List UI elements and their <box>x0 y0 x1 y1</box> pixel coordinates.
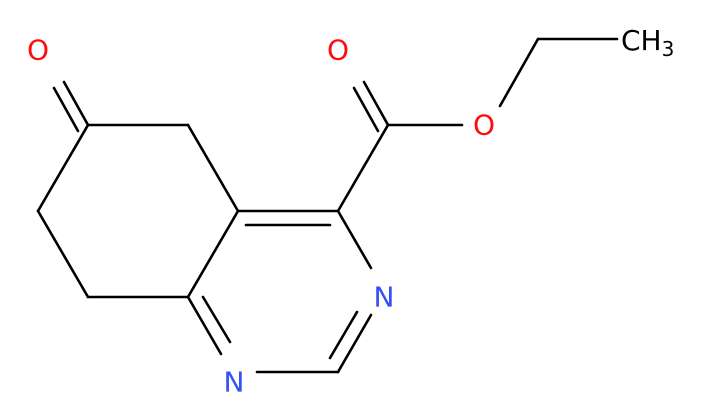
atom-n3: N <box>374 281 395 314</box>
bond-c7-c8 <box>36 209 90 299</box>
bond-n3-c2-inner <box>328 310 359 360</box>
bond-carbonyl-o-a <box>362 80 390 127</box>
bond-c4-n3 <box>336 209 373 270</box>
methyl-label: CH <box>621 24 662 57</box>
bond-c6-o-ketone-b <box>52 86 80 133</box>
bond-c6-o-ketone-a <box>62 80 90 127</box>
atom-o-ester: O <box>473 109 495 142</box>
bond-c4a-c8a <box>186 209 240 299</box>
bond-n3-c2 <box>336 313 373 374</box>
bond-c4-c-carbonyl <box>336 123 390 213</box>
bond-c5-c4a <box>186 123 240 213</box>
atom-methyl: CH3 <box>621 24 674 61</box>
atom-o-ketone: O <box>27 34 49 67</box>
bond-n1-c8a-inner <box>201 295 232 344</box>
atom-n1: N <box>224 366 245 399</box>
bond-n1-c8a <box>186 295 223 356</box>
methyl-subscript: 3 <box>662 37 675 61</box>
bond-carbonyl-o-b <box>352 86 380 133</box>
bond-o-ester-ch2 <box>498 37 540 108</box>
bond-c6-c7 <box>36 123 90 213</box>
atom-o-carbonyl: O <box>327 34 349 67</box>
